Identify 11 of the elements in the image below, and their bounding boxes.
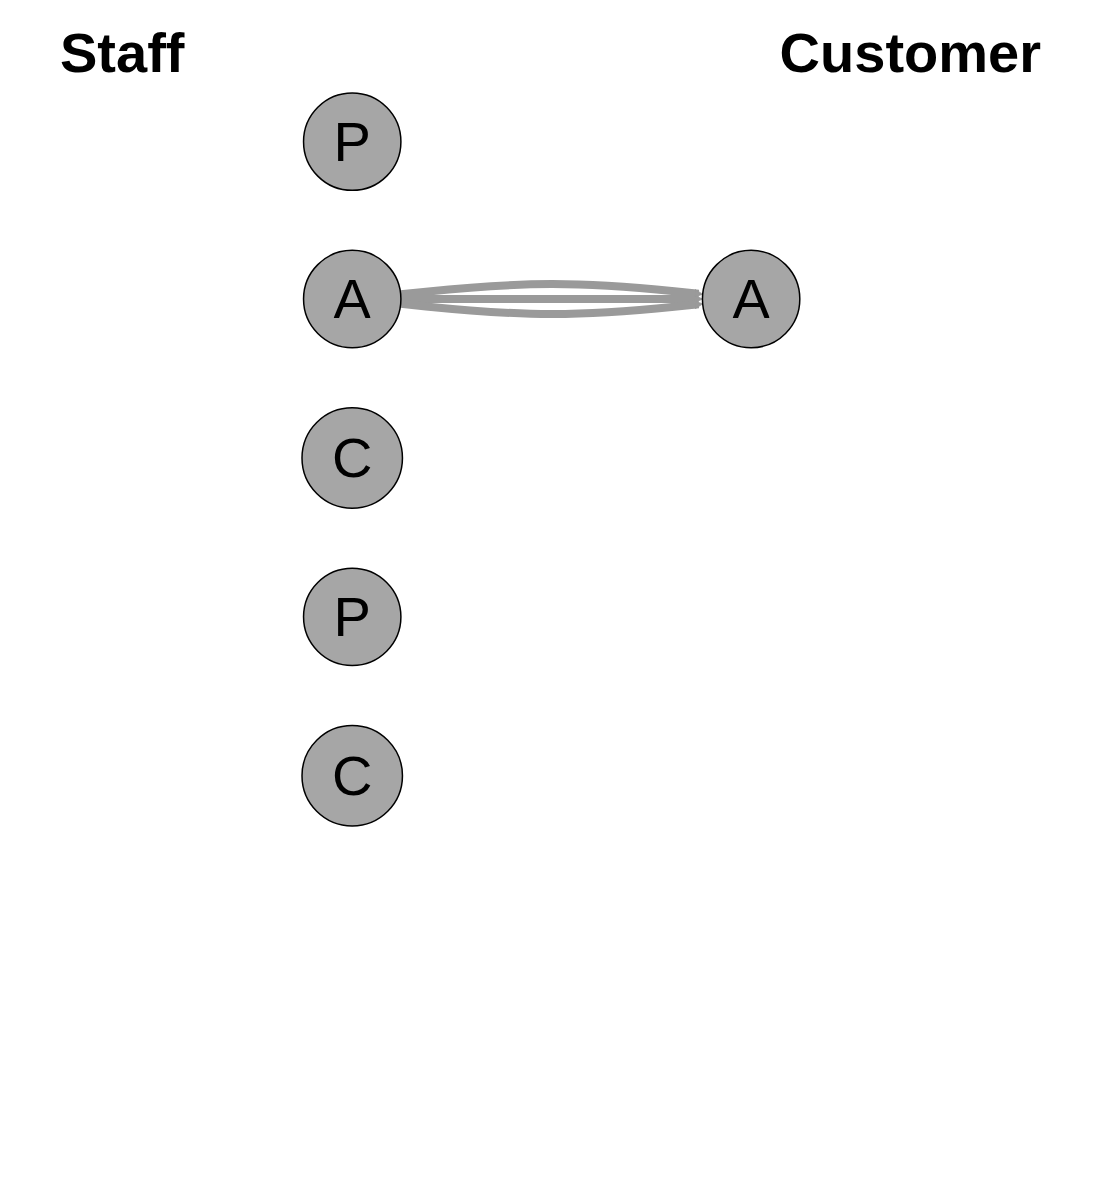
node-circle: A: [701, 249, 801, 349]
node-circle: P: [302, 567, 402, 667]
arrow: [400, 294, 703, 304]
arrow: [399, 280, 703, 299]
arrow: [399, 299, 703, 319]
node-circle: C: [300, 724, 403, 827]
column-heading: Customer: [779, 20, 1041, 85]
column-heading: Staff: [60, 20, 185, 85]
node-circle: C: [300, 406, 403, 509]
node-circle: P: [302, 92, 402, 192]
node-circle: A: [302, 249, 402, 349]
